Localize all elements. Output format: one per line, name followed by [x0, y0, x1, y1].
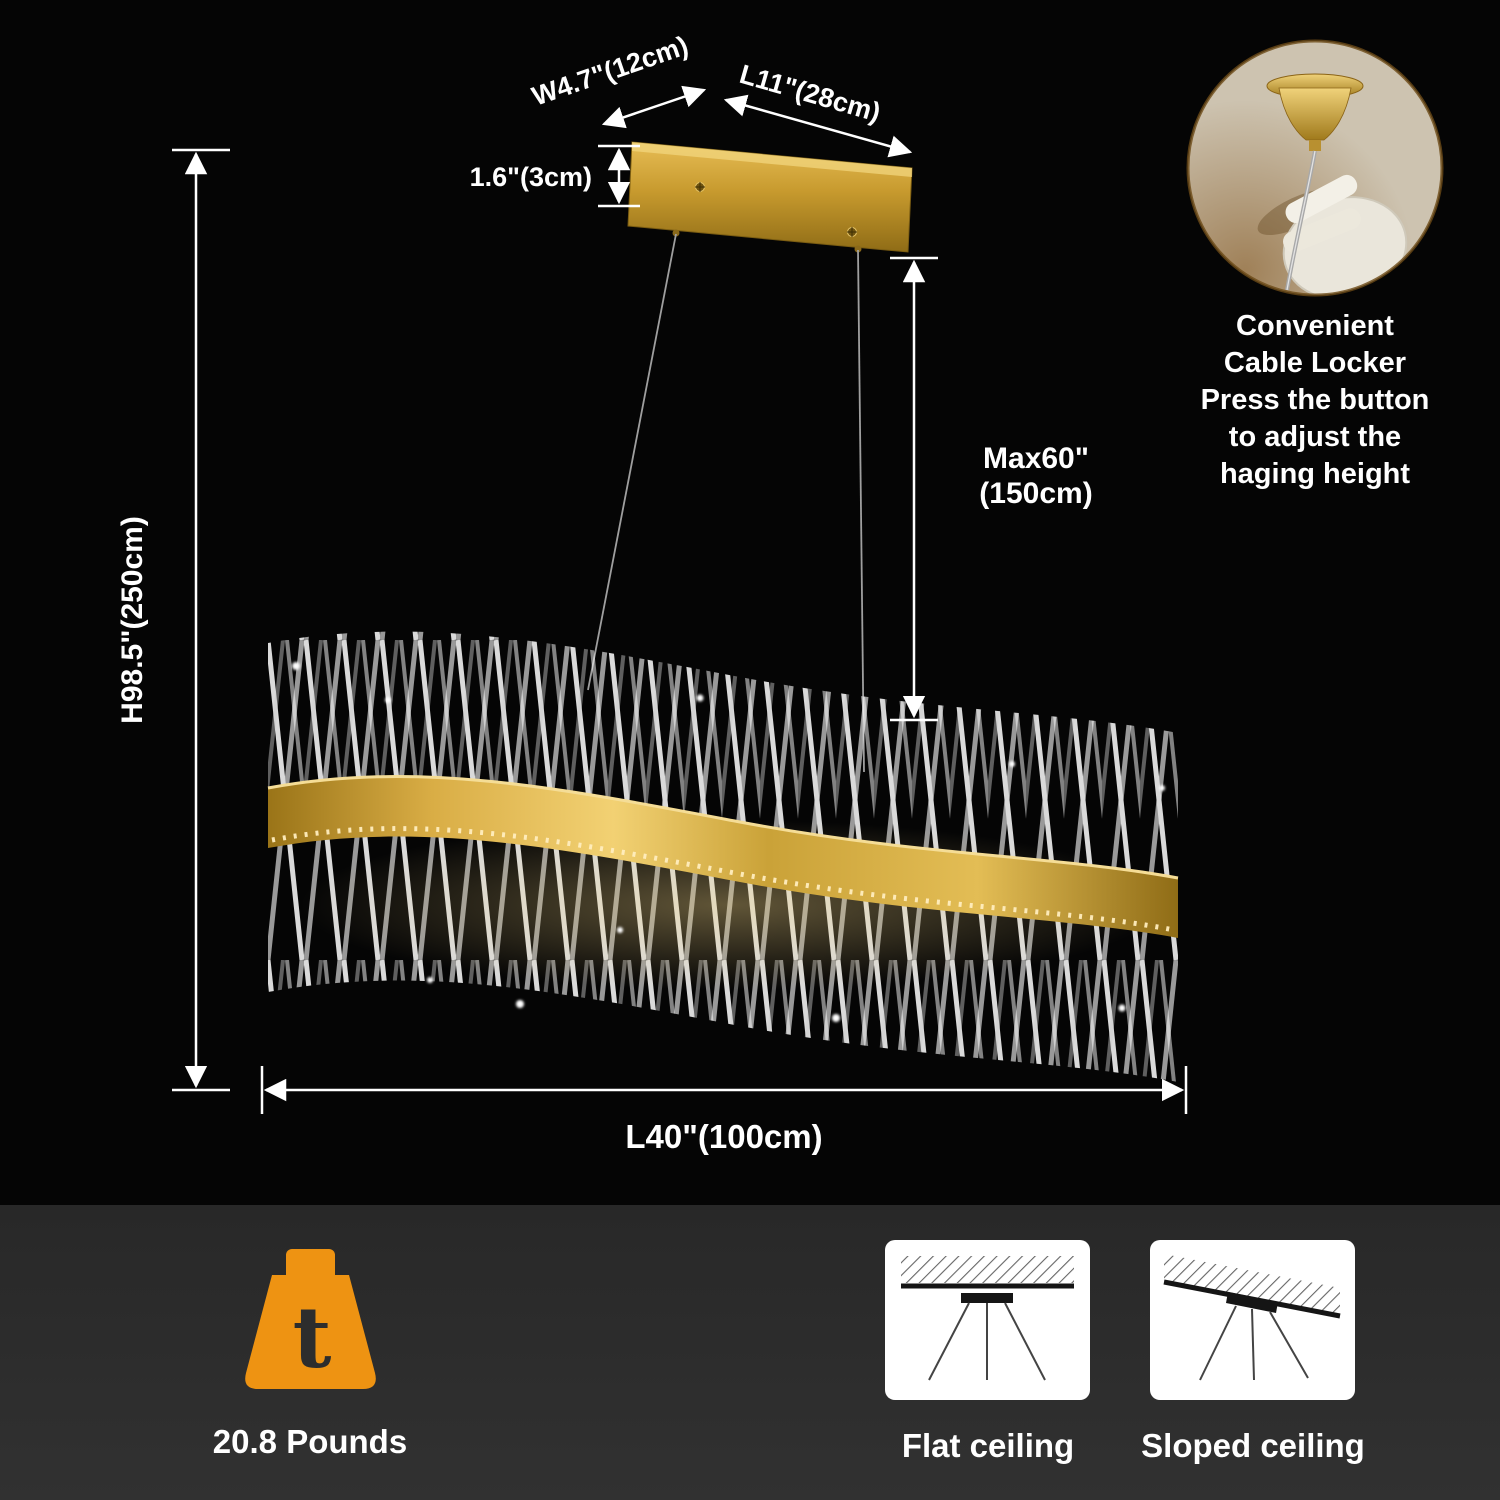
canopy-length-label: L11"(28cm): [736, 59, 884, 128]
sloped-ceiling-icon: [1150, 1240, 1355, 1400]
flat-ceiling-icon: [885, 1240, 1090, 1400]
canopy-height-label: 1.6"(3cm): [470, 162, 592, 192]
dim-fixture-length: L40"(100cm): [260, 1066, 1188, 1155]
flat-ceiling-label: Flat ceiling: [901, 1427, 1075, 1464]
canopy-screw-icon: [695, 182, 705, 192]
crystal-lattice-upper: [268, 631, 1178, 888]
caption-line: to adjust the: [1228, 421, 1402, 453]
dim-overall-height: H98.5"(250cm): [116, 148, 230, 1092]
caption-line: haging height: [1219, 458, 1411, 490]
cable-gland: [854, 245, 862, 253]
fixture-length-label: L40"(100cm): [625, 1118, 822, 1155]
dim-canopy-height: 1.6"(3cm): [470, 144, 640, 208]
gold-band: [268, 776, 1178, 938]
cable-locker-caption: Convenient Cable Locker Press the button…: [1165, 308, 1465, 493]
max-drop-label-line1: Max60": [983, 442, 1089, 475]
weight-value-label: 20.8 Pounds: [212, 1423, 408, 1460]
max-drop-label-line2: (150cm): [979, 477, 1092, 510]
suspension-cable-right: [857, 249, 865, 773]
diagram-canvas: W4.7"(12cm) L11"(28cm) 1.6"(3cm) Max60" …: [116, 30, 1444, 1155]
sparkles: [292, 662, 1165, 1022]
weight-glyph: t: [293, 1288, 332, 1387]
dim-canopy-width: W4.7"(12cm): [528, 30, 707, 129]
caption-line: Convenient: [1236, 310, 1394, 342]
spec-footer: t 20.8 Pounds Flat ceiling: [0, 1205, 1500, 1500]
cable-gland: [672, 229, 680, 237]
suspension-cable-left: [587, 233, 677, 691]
overall-height-label: H98.5"(250cm): [116, 516, 149, 724]
weight-icon: t: [245, 1249, 376, 1389]
gold-band-highlight: [267, 775, 1179, 880]
canopy-width-label: W4.7"(12cm): [528, 30, 692, 111]
canopy-screw-icon: [847, 227, 857, 237]
chandelier-fixture: [267, 631, 1179, 1082]
dim-max-drop: Max60" (150cm): [890, 256, 1093, 722]
dim-canopy-length: L11"(28cm): [723, 59, 913, 158]
caption-line: Cable Locker: [1223, 347, 1407, 379]
cable-locker-inset-photo: [1186, 39, 1444, 297]
ceiling-canopy: [627, 141, 913, 253]
caption-line: Press the button: [1200, 384, 1430, 416]
sloped-ceiling-label: Sloped ceiling: [1141, 1427, 1365, 1464]
